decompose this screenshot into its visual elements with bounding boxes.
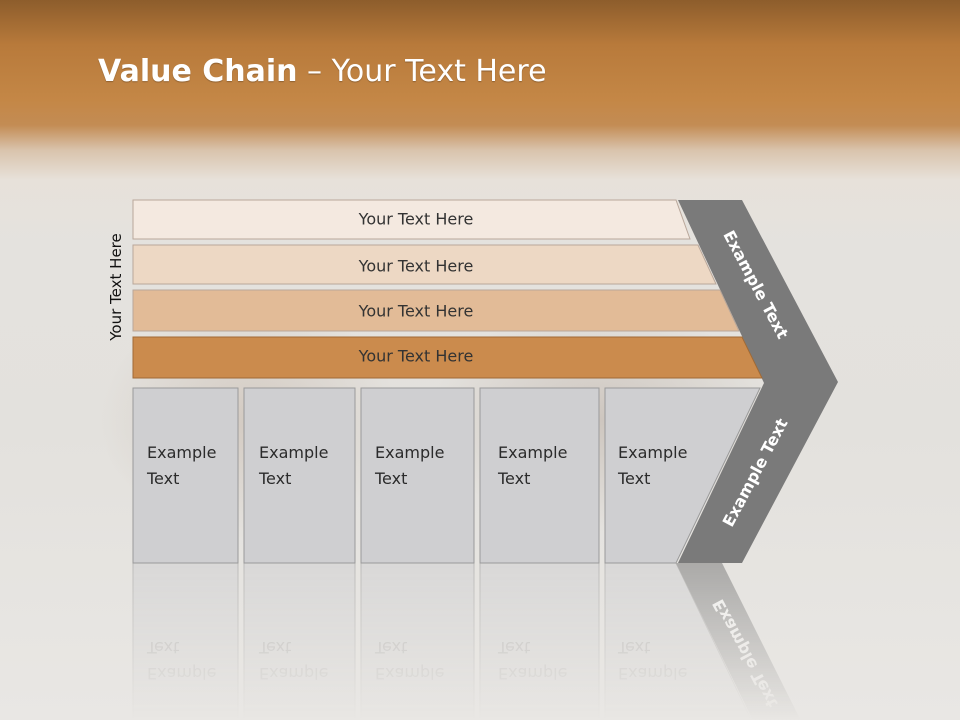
activity-box-4: [479, 387, 600, 564]
box-1-line1: Example: [147, 443, 216, 462]
svg-text:Example: Example: [147, 664, 216, 683]
bar-3: [132, 289, 740, 332]
bar-4-label: Your Text Here: [358, 347, 474, 366]
diagram-reflection: Example Text Example Text Example Text Exam…: [132, 562, 801, 720]
box-5-line2: Text: [617, 469, 650, 488]
bar-1-label: Your Text Here: [358, 210, 474, 229]
box-1-line2: Text: [146, 469, 179, 488]
box-2-line1: Example: [259, 443, 328, 462]
box-4-line1: Example: [498, 443, 567, 462]
svg-text:Example: Example: [375, 664, 444, 683]
bar-4: [132, 336, 763, 379]
svg-text:Example: Example: [618, 664, 687, 683]
box-4-line2: Text: [497, 469, 530, 488]
svg-text:Example: Example: [259, 664, 328, 683]
bar-3-label: Your Text Here: [358, 302, 474, 321]
chevron-arrow: [678, 200, 838, 563]
svg-text:Text: Text: [146, 638, 179, 657]
activity-box-1: [132, 387, 239, 564]
bar-2-label: Your Text Here: [358, 257, 474, 276]
svg-text:Text: Text: [258, 638, 291, 657]
svg-text:Text: Text: [374, 638, 407, 657]
box-3-line2: Text: [374, 469, 407, 488]
activity-box-3: [360, 387, 475, 564]
svg-text:Text: Text: [617, 638, 650, 657]
title-bold-part: Value Chain: [98, 54, 298, 89]
title-rest-part: – Your Text Here: [297, 54, 547, 89]
svg-text:Example: Example: [498, 664, 567, 683]
box-5-line1: Example: [618, 443, 687, 462]
box-3-line1: Example: [375, 443, 444, 462]
activity-box-5: [604, 387, 761, 564]
bar-2: [132, 244, 717, 285]
activity-box-2: [243, 387, 356, 564]
box-2-line2: Text: [258, 469, 291, 488]
slide-title: Value Chain – Your Text Here: [98, 54, 547, 89]
svg-text:Text: Text: [497, 638, 530, 657]
bar-1: [132, 199, 691, 240]
